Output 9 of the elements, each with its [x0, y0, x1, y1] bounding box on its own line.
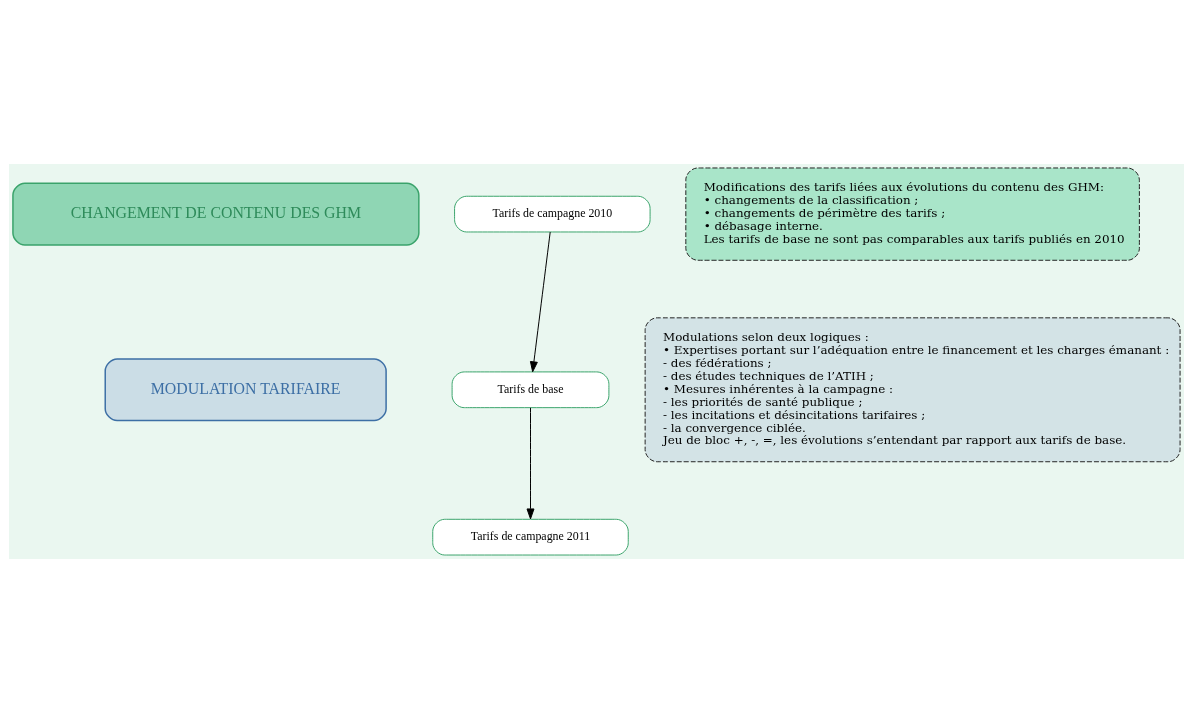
- node-box: CHANGEMENT DE CONTENU DES GHM: [12, 182, 420, 246]
- node-box: Tarifs de campagne 2011: [432, 518, 629, 556]
- node-box: Tarifs de base: [451, 370, 610, 408]
- node-box: Modifications des tarifs liées aux évolutions du contenu des GHM: • changements de la classification ; • changements de périmètre des tarifs ; • débasage interne. Les tarifs de base ne sont pas comparables aux tarifs publiés en 2010: [685, 166, 1140, 261]
- node-box: Tarifs de campagne 2010: [454, 195, 651, 232]
- node-box: Modulations selon deux logiques : • Expertises portant sur l’adéquation entre le financement et les charges émanant : - des fédérations ; - des études techniques de l’ATIH ; • Mesures inhérentes à la campagne : - les priorités de santé publique ; - les incitations et désincitations tarifaires ; - la convergence ciblée. Jeu de bloc +, -, =, les évolutions s’entendant par rapport aux tarifs de base.: [644, 316, 1181, 462]
- arrow: [526, 406, 535, 519]
- arrow: [529, 231, 551, 372]
- node-box: MODULATION TARIFAIRE: [104, 357, 387, 421]
